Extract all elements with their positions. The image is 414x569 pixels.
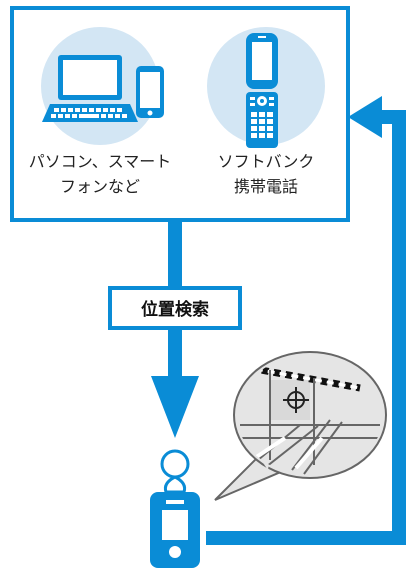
pc-smartphone-label-line1: パソコン、スマート xyxy=(29,152,172,171)
map-speech-bubble xyxy=(214,351,387,501)
softbank-phone-label-line2: 携帯電話 xyxy=(234,177,298,196)
map-icon xyxy=(237,355,383,475)
strap-ring-icon xyxy=(160,449,190,479)
smartphone-icon xyxy=(136,66,164,118)
location-search-label: 位置検索 xyxy=(141,299,209,320)
pc-smartphone-illustration xyxy=(41,27,164,145)
target-location-icon xyxy=(283,387,309,413)
softbank-phone-illustration xyxy=(207,27,325,148)
strap-icon xyxy=(163,475,187,494)
kids-phone-illustration xyxy=(150,449,200,568)
flip-phone-icon xyxy=(246,33,278,148)
location-search-box: 位置検索 xyxy=(108,286,242,330)
softbank-phone-label-line1: ソフトバンク xyxy=(218,152,315,171)
location-response-arrow xyxy=(206,96,406,545)
laptop-icon xyxy=(42,55,138,122)
pc-smartphone-label-line2: フォンなど xyxy=(60,177,140,196)
